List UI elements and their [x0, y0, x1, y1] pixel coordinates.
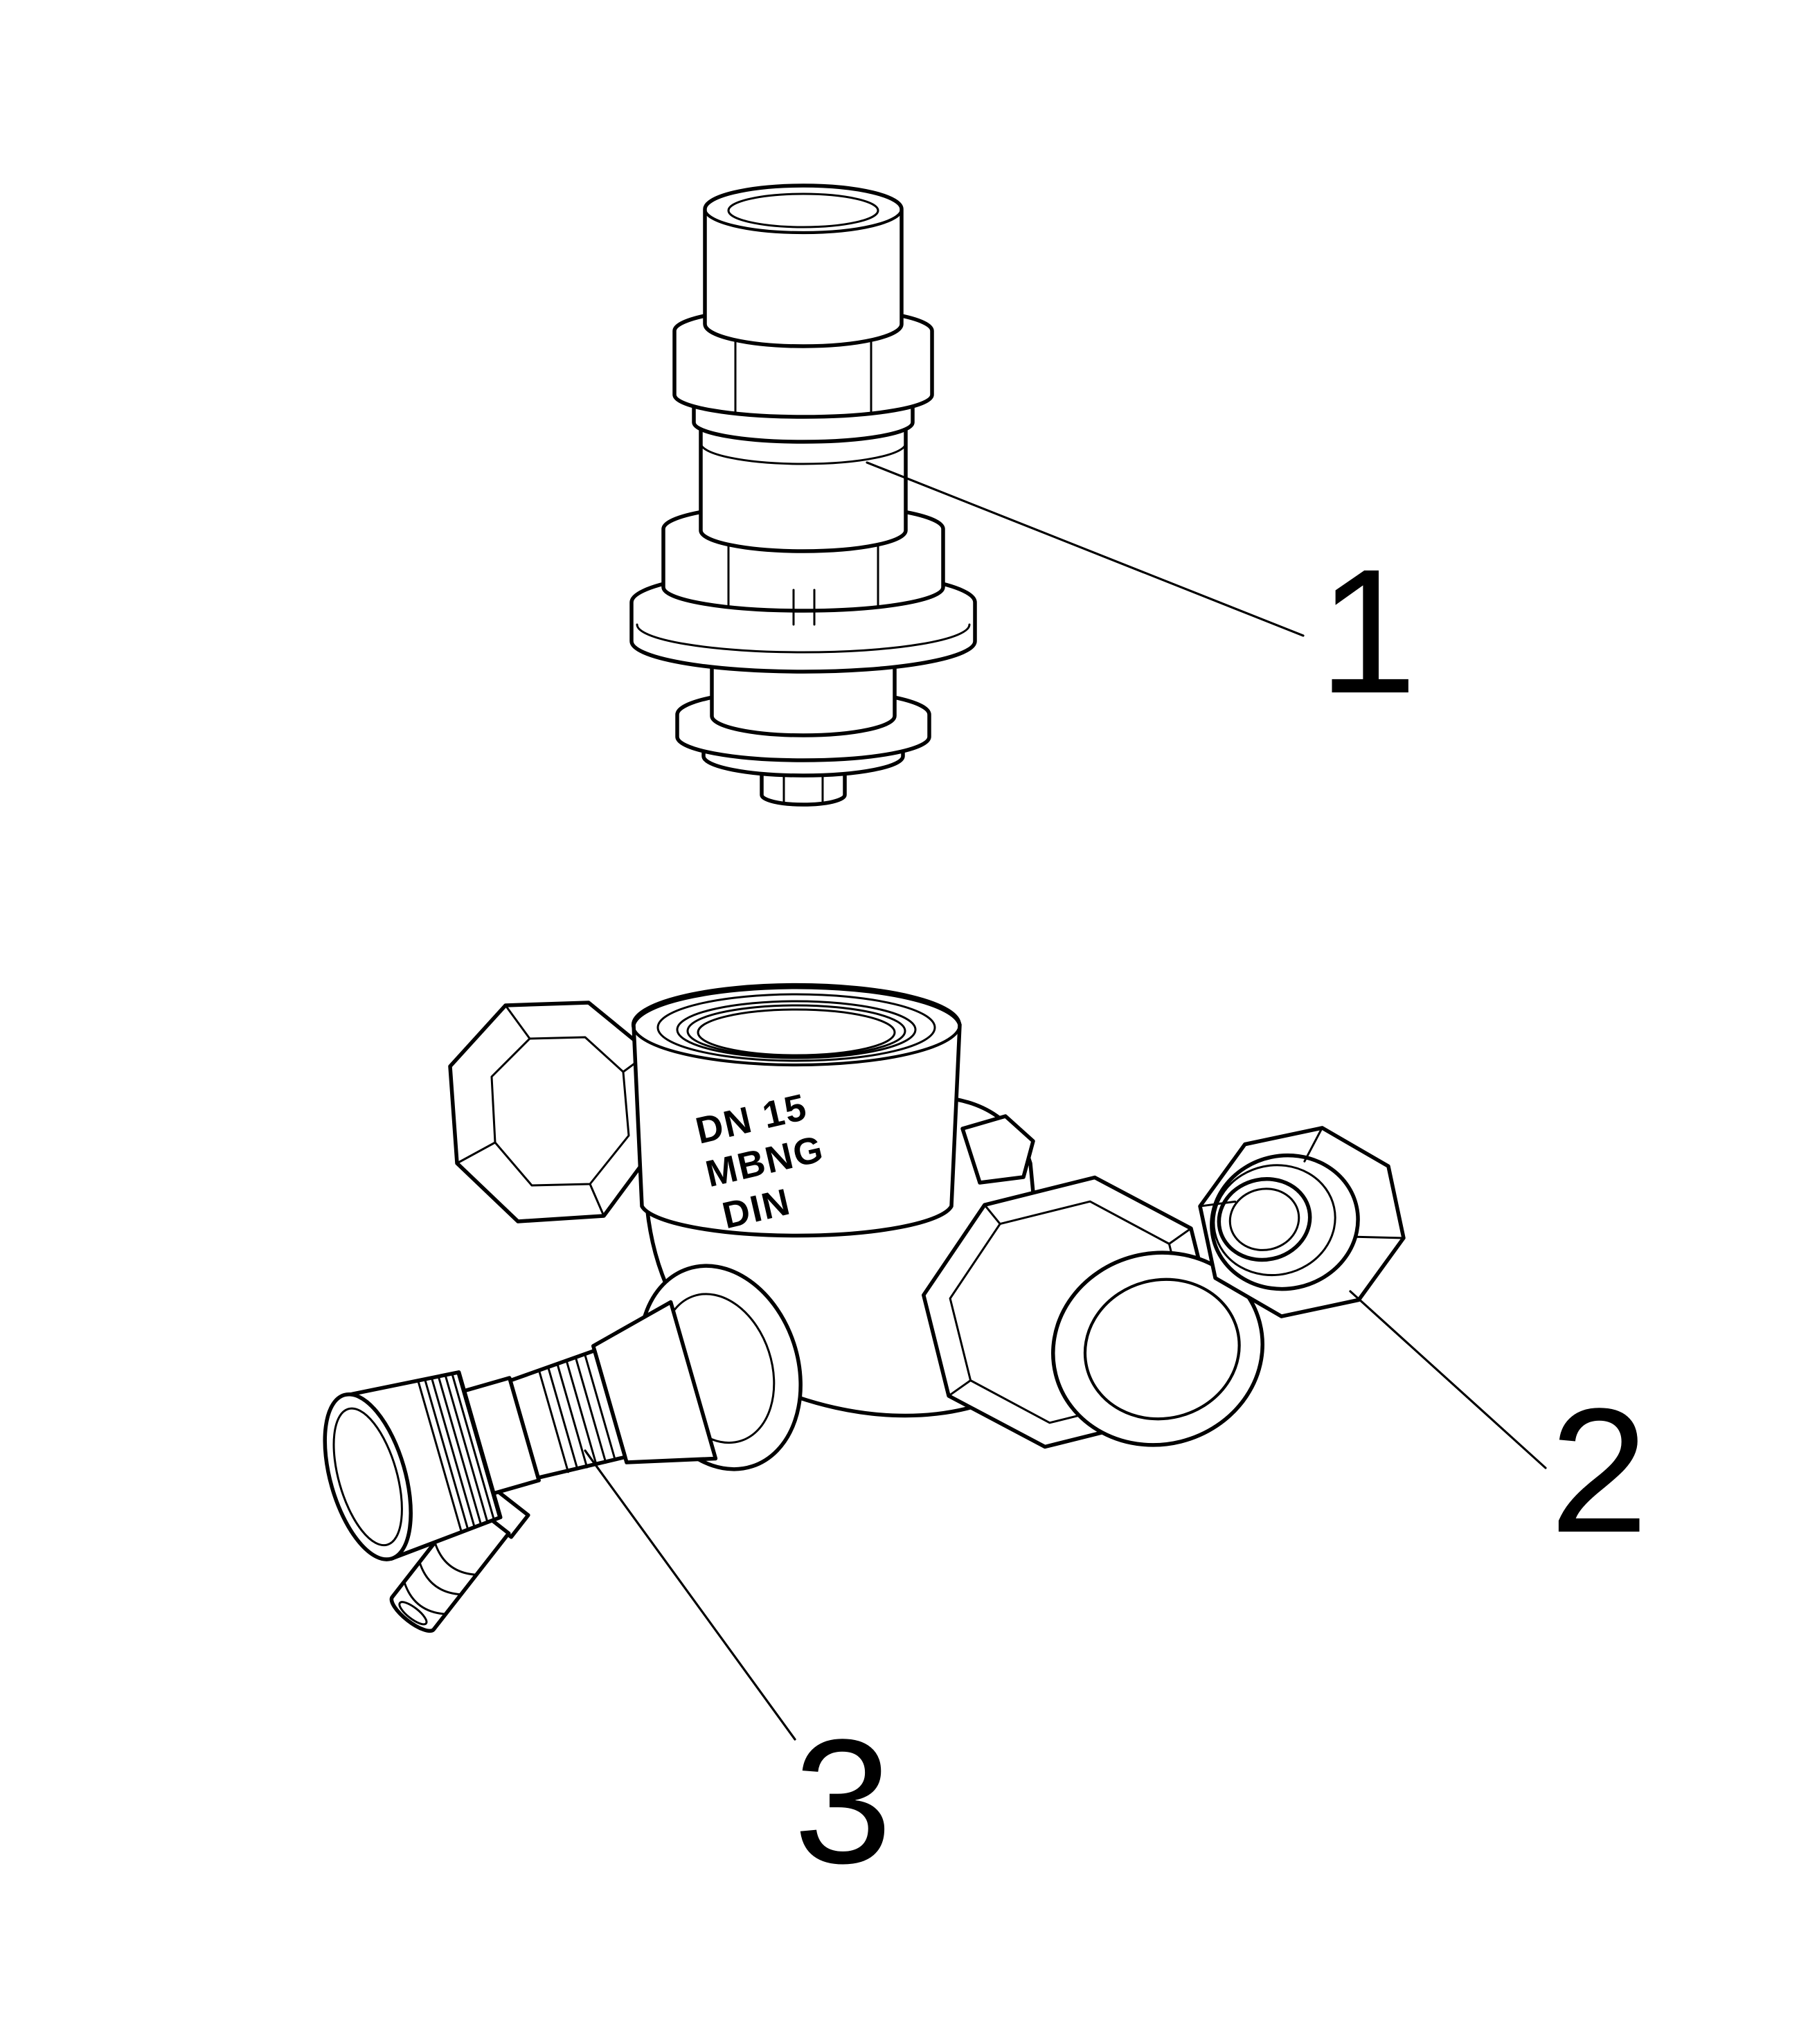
- leader-line-3: [584, 1449, 796, 1741]
- cartridge-slot-lines: [792, 589, 816, 626]
- body-top-port-ring-2: [676, 1000, 917, 1059]
- hose-barb-ridges: [403, 1541, 478, 1615]
- cartridge-top-rim: [703, 183, 904, 235]
- drain-valve-knurl-lines: [417, 1371, 501, 1534]
- body-top-port-thread-2: [697, 1008, 896, 1057]
- drain-valve-knob-face: [323, 1392, 413, 1561]
- body-right-outlet-bore: [1083, 1278, 1241, 1421]
- cartridge-middle-groove: [699, 442, 907, 465]
- callout-2-label: 2: [1550, 1372, 1648, 1570]
- body-left-union-nut-chamfer: [490, 1036, 630, 1187]
- body-top-port-thread-1: [686, 1004, 906, 1058]
- cartridge-top-inner-rim: [727, 192, 879, 228]
- callout-3-label: 3: [794, 1703, 892, 1901]
- body-right-outlet: [1051, 1250, 1264, 1447]
- drain-valve-knob-face-inner: [332, 1407, 403, 1547]
- cartridge-top-cylinder: [703, 183, 904, 348]
- callout-1-label: 1: [1318, 532, 1417, 730]
- leader-line-1: [866, 461, 1305, 637]
- body-right-outlet-rim: [1051, 1250, 1264, 1447]
- part-valve-cartridge: [629, 183, 977, 807]
- cartridge-flange-lip: [636, 623, 971, 654]
- plug-hex-corner-lines: [1199, 1127, 1405, 1239]
- part-plug: [1198, 1126, 1406, 1318]
- part-valve-body: DN 15 MBNG DIN: [448, 983, 1264, 1471]
- hose-barb-opening: [398, 1601, 428, 1626]
- plug-face: [1217, 1177, 1312, 1262]
- callouts: 1 2 3: [584, 461, 1648, 1901]
- body-top-port-rim: [631, 983, 962, 1067]
- body-top-port-ring-1: [656, 993, 936, 1062]
- body-left-union-nut: [448, 1001, 661, 1223]
- drain-valve-assembly: [323, 1300, 718, 1561]
- plug-face-inner: [1228, 1187, 1300, 1251]
- leader-line-2: [1349, 1290, 1547, 1469]
- drain-valve-neck-ribs: [538, 1354, 616, 1473]
- plug-thread-ring: [1212, 1164, 1336, 1277]
- part-drain-valve: [323, 1300, 718, 1633]
- body-right-boss: [960, 1114, 1035, 1185]
